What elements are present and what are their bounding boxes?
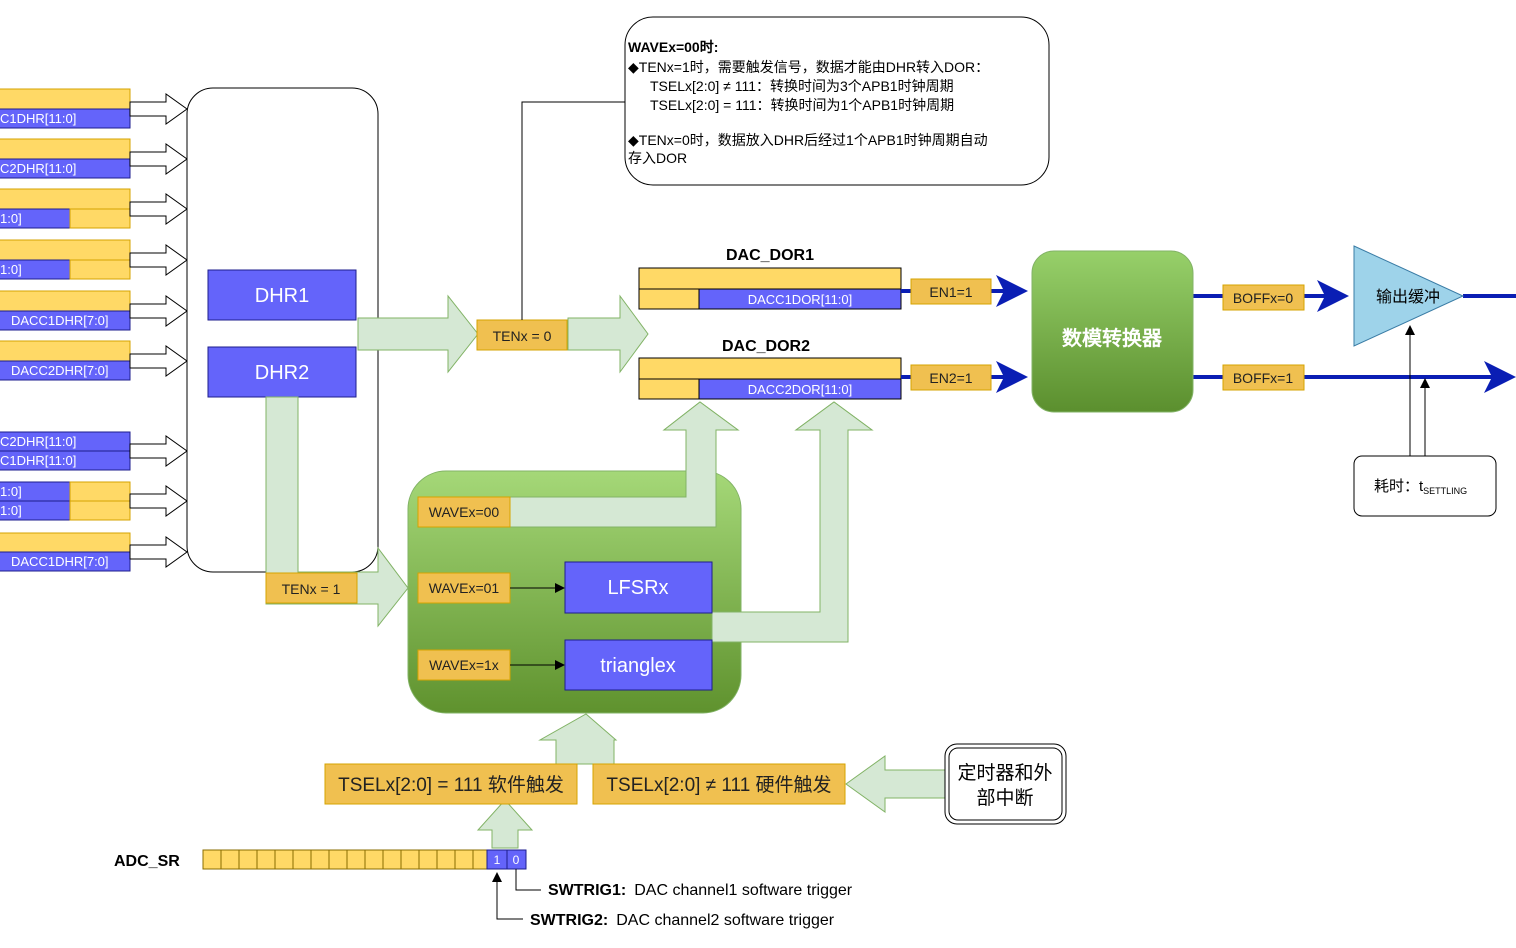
register-label: C2DHR[11:0] [0,161,76,176]
register-upper-bar [0,88,131,110]
boff0-label: BOFFx=0 [1233,290,1294,306]
wave00-label: WAVEx=00 [429,504,500,520]
swtrig1-connector [515,869,541,891]
register-label: 1:0] [0,484,22,499]
boff1-label-box [1222,364,1305,391]
register-lower-bar [0,551,131,572]
register-arrows [129,93,188,568]
adc-bit1: 1 [494,853,501,867]
dor2-upper [638,357,902,380]
register-pad [69,481,131,502]
register-lower-bar [0,450,131,471]
wave1x-label-box [417,649,511,681]
register-label: 1:0] [0,211,22,226]
dor1-field [698,288,902,310]
register-upper-bar [0,290,131,312]
register-lower-bar [0,310,131,331]
note-line: ◆TENx=1时，需要触发信号，数据才能由DHR转入DOR： [628,59,989,75]
boff0-label-box [1222,284,1305,311]
ten1-label-box [265,572,358,604]
register-lower-bar [0,158,131,179]
wave01-label-box [417,572,511,604]
adc-bit0: 0 [513,853,520,867]
register-label: DACC2DHR[7:0] [11,363,109,378]
note-title: WAVEx=00时: [628,39,718,55]
wave1x-label: WAVEx=1x [429,657,499,673]
triangle-block [564,639,713,691]
output-buffer-triangle [1353,245,1465,347]
dor1-field-label: DACC1DOR[11:0] [748,292,853,307]
converter-label: 数模转换器 [1062,326,1163,350]
adc-sr-label: ADC_SR [114,853,180,870]
dor2-title: DAC_DOR2 [722,338,810,355]
wave01-label: WAVEx=01 [429,580,500,596]
buffer-label: 输出缓冲 [1376,288,1440,306]
settling-main: 耗时：tSETTLING [1374,478,1467,496]
dor1-pad [638,288,700,310]
adc-sr-register [202,849,527,870]
register-upper-bar [0,340,131,362]
register-upper-bar [0,532,131,553]
swtrig1-text: SWTRIG1:DAC channel1 software trigger [548,882,853,899]
dor2-field-label: DACC2DOR[11:0] [748,382,853,397]
register-label: C1DHR[11:0] [0,453,76,468]
timer-line2: 部中断 [976,787,1033,809]
triangle-label: trianglex [600,655,676,677]
tsel-software-label: TSELx[2:0] = 111 软件触发 [338,774,564,796]
lfsr-arrow [711,401,874,643]
lfsr-label: LFSRx [607,577,668,599]
note-line: TSELx[2:0] ≠ 111：转换时间为3个APB1时钟周期 [650,78,954,94]
settling-arrows [1405,325,1430,456]
register-lower-bar [0,360,131,381]
ten0-label-box [476,319,568,351]
wave00-arrow [509,401,740,528]
register-upper-bar [0,138,131,160]
note-box [624,16,1050,186]
swtrig2-connector [492,872,523,920]
register-upper-bar [0,188,131,210]
dhr1-label: DHR1 [255,285,309,307]
dhr2-label: DHR2 [255,362,309,384]
ten0-label: TENx = 0 [493,328,552,344]
register-label: 1:0] [0,503,22,518]
register-upper-bar [0,239,131,261]
tsel-hardware-box [592,763,846,805]
en1-label-box [910,278,992,305]
note-line: ◆TENx=0时，数据放入DHR后经过1个APB1时钟周期自动 [628,132,988,148]
en1-label: EN1=1 [929,284,972,300]
timer-box-inner [948,747,1063,821]
register-lower-bar [0,108,131,129]
settling-box [1353,455,1497,517]
dor2-field [698,378,902,400]
boff1-label: BOFFx=1 [1233,370,1294,386]
register-label: DACC1DHR[7:0] [11,313,109,328]
note-line: 存入DOR [628,150,687,166]
register-label: C1DHR[11:0] [0,111,76,126]
dhr1-block [207,269,357,321]
wave00-label-box [417,496,511,528]
en2-label-box [910,364,992,391]
register-label: C2DHR[11:0] [0,434,76,449]
dor2-pad [638,378,700,400]
lfsr-block [564,561,713,614]
ten1-label: TENx = 1 [282,581,341,597]
register-label: DACC1DHR[7:0] [11,554,109,569]
tsel-hardware-label: TSELx[2:0] ≠ 111 硬件触发 [606,774,831,796]
register-pad [69,500,131,521]
note-connector [521,101,625,320]
dor1-upper [638,267,902,290]
dac-converter-block [1031,250,1194,413]
swtrig2-text: SWTRIG2:DAC channel2 software trigger [530,912,835,929]
tsel-software-box [324,763,578,805]
register-pad [69,208,131,229]
left-register-group: C1DHR[11:0] C2DHR[11:0] 1:0] 1:0] DACC1D… [0,88,131,572]
timer-line1: 定时器和外 [957,762,1052,784]
en2-label: EN2=1 [929,370,972,386]
register-pad [69,259,131,280]
note-line: TSELx[2:0] = 111：转换时间为1个APB1时钟周期 [650,97,954,113]
dor1-title: DAC_DOR1 [726,247,814,264]
register-label: 1:0] [0,262,22,277]
